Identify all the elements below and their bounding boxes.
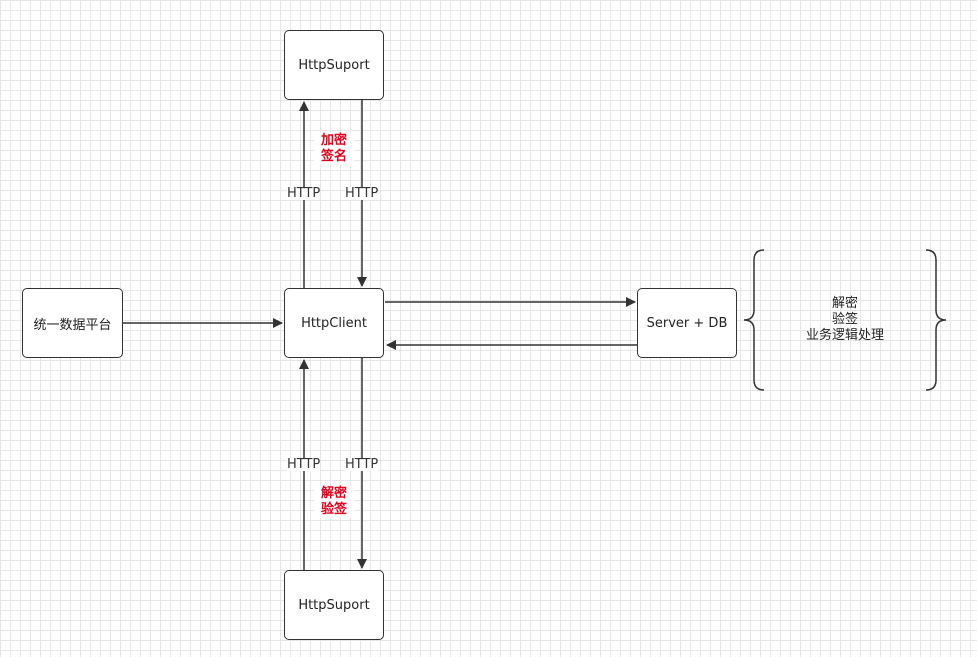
annotation-sign: 签名 bbox=[320, 149, 347, 164]
httpsuport-top-node[interactable]: HttpSuport bbox=[284, 30, 384, 100]
annotation-decrypt-verify: 解密 验签 bbox=[314, 486, 354, 518]
server-note-verify: 验签 bbox=[831, 312, 858, 327]
platform-node[interactable]: 统一数据平台 bbox=[22, 288, 123, 358]
server-note-business-logic: 业务逻辑处理 bbox=[805, 328, 884, 343]
edge-label-bottom-left: HTTP bbox=[287, 457, 321, 472]
right-curly-brace bbox=[925, 249, 947, 391]
annotation-verify: 验签 bbox=[320, 502, 347, 517]
server-note-decrypt: 解密 bbox=[831, 296, 858, 311]
edge-label-bottom-right: HTTP bbox=[345, 457, 379, 472]
annotation-encrypt-sign: 加密 签名 bbox=[314, 133, 354, 165]
annotation-decrypt: 解密 bbox=[320, 486, 347, 501]
annotation-encrypt: 加密 bbox=[320, 133, 347, 148]
left-curly-brace bbox=[743, 249, 765, 391]
httpsuport-bottom-node[interactable]: HttpSuport bbox=[284, 570, 384, 640]
edge-label-top-left: HTTP bbox=[287, 186, 321, 201]
server-notes: 解密 验签 业务逻辑处理 bbox=[775, 296, 915, 344]
httpclient-node[interactable]: HttpClient bbox=[284, 288, 384, 358]
edge-label-top-right: HTTP bbox=[345, 186, 379, 201]
server-db-node[interactable]: Server + DB bbox=[637, 288, 737, 358]
